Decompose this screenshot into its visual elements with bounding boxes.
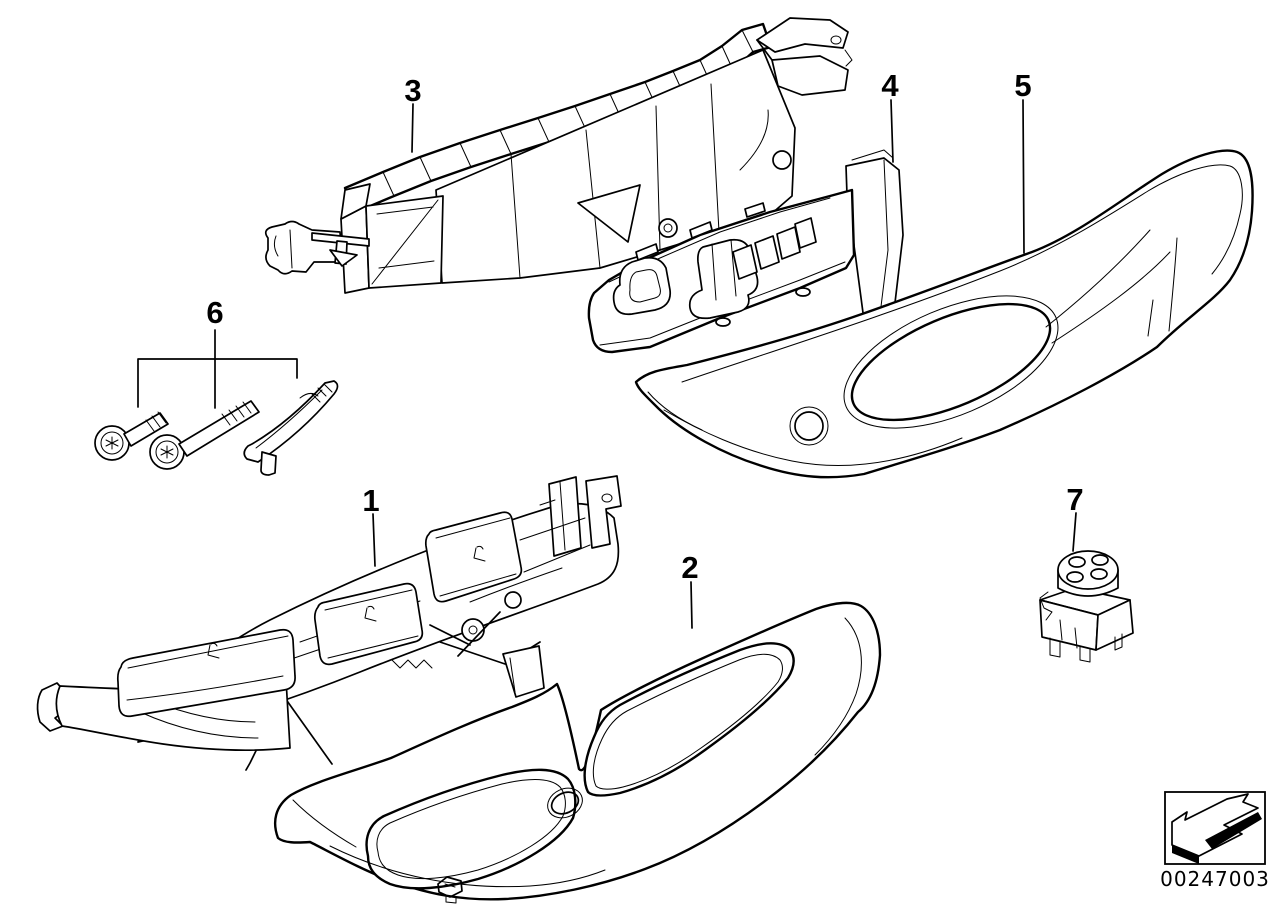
callout-label-4: 4: [881, 68, 899, 103]
callout-leader-lines: [137, 99, 1077, 629]
callout-5-leader: [1022, 99, 1025, 254]
seat-icon: [207, 545, 486, 659]
part-7-switch-drawing: [1039, 550, 1134, 663]
stamp: 00247003: [1160, 791, 1270, 891]
part-6-fasteners-drawing: [94, 380, 339, 476]
callout-4-leader: [890, 99, 894, 163]
diagram-number: 00247003: [1160, 867, 1270, 891]
part-1-mechanism-assembly-drawing: [36, 475, 622, 771]
callout-label-6: 6: [206, 295, 223, 330]
direction-arrow-icon: [1171, 793, 1262, 864]
part-4-seat-switch-drawing: [587, 149, 904, 363]
callout-1-leader: [372, 513, 376, 567]
callout-label-2: 2: [681, 550, 698, 585]
part-5-oval-cutout: [843, 295, 1059, 429]
callout-label-1: 1: [362, 483, 379, 518]
part-5-trim-panel-drawing: [634, 149, 1254, 479]
part-2-trim-panel-drawing: [274, 601, 882, 904]
callout-labels: 1 2 3 4 5 6 7: [206, 68, 1083, 585]
callout-7-leader: [1072, 512, 1077, 552]
callout-2-leader: [690, 581, 693, 629]
callout-label-7: 7: [1066, 482, 1083, 517]
callout-6-leader: [137, 329, 298, 409]
part-2-oval-hole: [547, 787, 583, 819]
callout-label-3: 3: [404, 73, 421, 108]
callout-3-leader: [411, 103, 414, 153]
callout-label-5: 5: [1014, 68, 1031, 103]
